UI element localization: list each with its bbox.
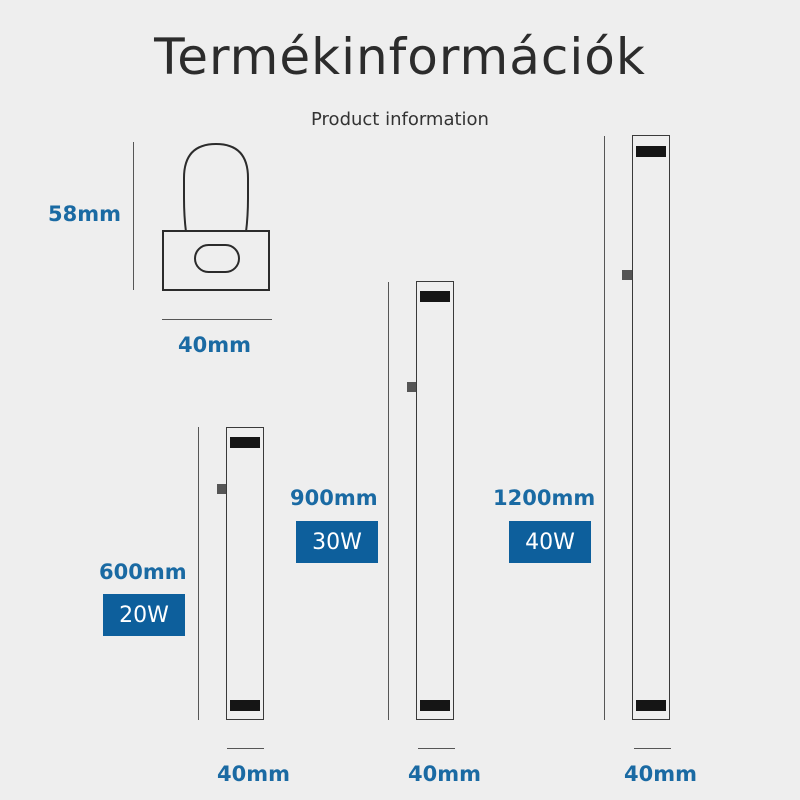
- width-label: 40mm: [624, 762, 697, 786]
- end-cap-height-line: [133, 142, 134, 290]
- end-cap-width-line: [162, 319, 272, 320]
- length-label: 900mm: [290, 486, 378, 510]
- length-line: [604, 136, 605, 720]
- tube-body: [226, 427, 264, 720]
- tube-cap-bottom: [636, 700, 666, 711]
- width-line: [227, 748, 264, 749]
- tube-cap-top: [230, 437, 260, 448]
- tube-marker: [622, 270, 632, 280]
- width-line: [634, 748, 671, 749]
- width-label: 40mm: [408, 762, 481, 786]
- power-badge: 40W: [509, 521, 591, 563]
- power-badge: 30W: [296, 521, 378, 563]
- width-line: [418, 748, 455, 749]
- width-label: 40mm: [217, 762, 290, 786]
- tube-cap-top: [636, 146, 666, 157]
- page-title: Termékinformációk: [154, 28, 646, 86]
- tube-marker: [407, 382, 417, 392]
- tube-marker: [217, 484, 227, 494]
- tube-cap-top: [420, 291, 450, 302]
- length-label: 600mm: [99, 560, 187, 584]
- length-line: [388, 282, 389, 720]
- end-cap-height-label: 58mm: [48, 202, 121, 226]
- tube-cap-bottom: [420, 700, 450, 711]
- tube-cap-bottom: [230, 700, 260, 711]
- length-line: [198, 427, 199, 720]
- end-cap-profile-icon: [162, 142, 270, 291]
- tube-body: [632, 135, 670, 720]
- length-label: 1200mm: [493, 486, 596, 510]
- power-badge: 20W: [103, 594, 185, 636]
- end-cap-width-label: 40mm: [178, 333, 251, 357]
- page-subtitle: Product information: [311, 109, 489, 130]
- tube-body: [416, 281, 454, 720]
